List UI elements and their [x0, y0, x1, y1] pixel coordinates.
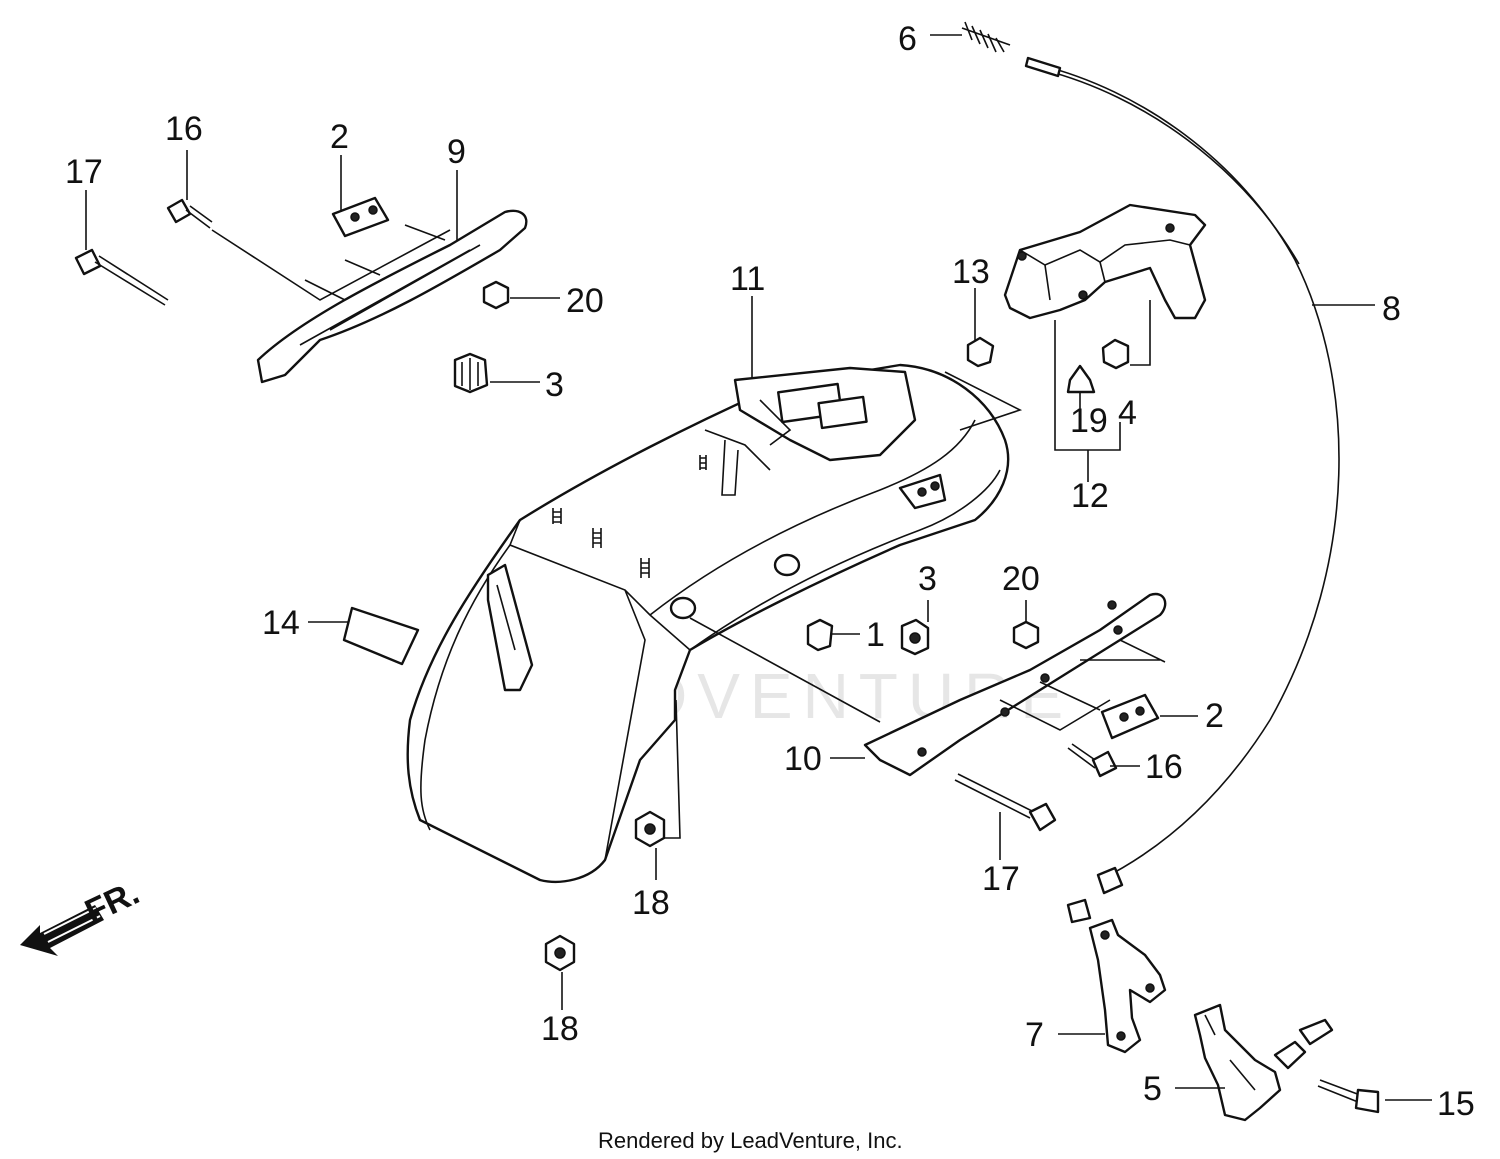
callout-17-left: 17	[65, 153, 103, 191]
callout-3-right: 3	[918, 560, 937, 598]
left-grab-rail	[256, 209, 528, 384]
right-grab-rail	[863, 592, 1167, 777]
seat-lock-cable-8	[1024, 56, 1340, 924]
lock-bracket-7	[1088, 918, 1167, 1054]
rear-fender	[406, 363, 1010, 883]
left-long-bolt	[74, 248, 169, 306]
callout-1: 1	[866, 616, 885, 654]
callout-labels: 6 16 2 9 17 20 3 11 13 8 19 4 12 14 3 20…	[65, 20, 1475, 1123]
callout-17-right: 17	[982, 860, 1020, 898]
callout-7: 7	[1025, 1016, 1044, 1054]
callout-11: 11	[730, 260, 765, 298]
left-rubber-pad	[331, 196, 390, 238]
callout-6: 6	[898, 20, 917, 58]
callout-5: 5	[1143, 1070, 1162, 1108]
nut-19	[1066, 364, 1096, 394]
callout-2-left: 2	[330, 118, 349, 156]
callout-15: 15	[1437, 1085, 1475, 1123]
callout-13: 13	[952, 253, 990, 291]
seat-lock-5	[1193, 1003, 1334, 1122]
callout-12: 12	[1071, 477, 1109, 515]
callout-16-right: 16	[1145, 748, 1183, 786]
callout-14: 14	[262, 604, 300, 642]
seat-hinge-assembly-12	[1003, 203, 1207, 320]
callout-9: 9	[447, 133, 466, 171]
callout-18-lower: 18	[541, 1010, 579, 1048]
nut-18-upper	[634, 810, 666, 848]
leader-lines	[85, 34, 1432, 1101]
callout-3-left: 3	[545, 366, 564, 404]
grommet-13	[966, 336, 995, 368]
callout-20-left: 20	[566, 282, 604, 320]
nut-18-lower	[544, 934, 576, 972]
spring-6	[961, 21, 1011, 53]
grommet-1	[806, 618, 834, 652]
nut-4	[1101, 338, 1130, 370]
right-rubber-pad	[1100, 693, 1160, 740]
footer-credit: Rendered by LeadVenture, Inc.	[598, 1128, 903, 1153]
callout-16-left: 16	[165, 110, 203, 148]
reflector-sticker-14	[342, 606, 420, 666]
left-short-bolt	[166, 198, 213, 229]
callout-4: 4	[1118, 394, 1137, 432]
callout-2-right: 2	[1205, 697, 1224, 735]
right-nut-20	[1012, 620, 1040, 650]
front-direction-arrow: FR.	[20, 874, 145, 956]
callout-18-upper: 18	[632, 884, 670, 922]
callout-8: 8	[1382, 290, 1401, 328]
left-nut-20	[482, 280, 510, 310]
callout-19: 19	[1070, 402, 1108, 440]
callout-20-right: 20	[1002, 560, 1040, 598]
bolt-15	[1317, 1079, 1380, 1114]
right-nut-3	[900, 618, 930, 656]
right-short-bolt	[1067, 743, 1118, 778]
callout-10: 10	[784, 740, 822, 778]
left-nut-3	[453, 352, 489, 394]
right-long-bolt	[954, 773, 1057, 832]
